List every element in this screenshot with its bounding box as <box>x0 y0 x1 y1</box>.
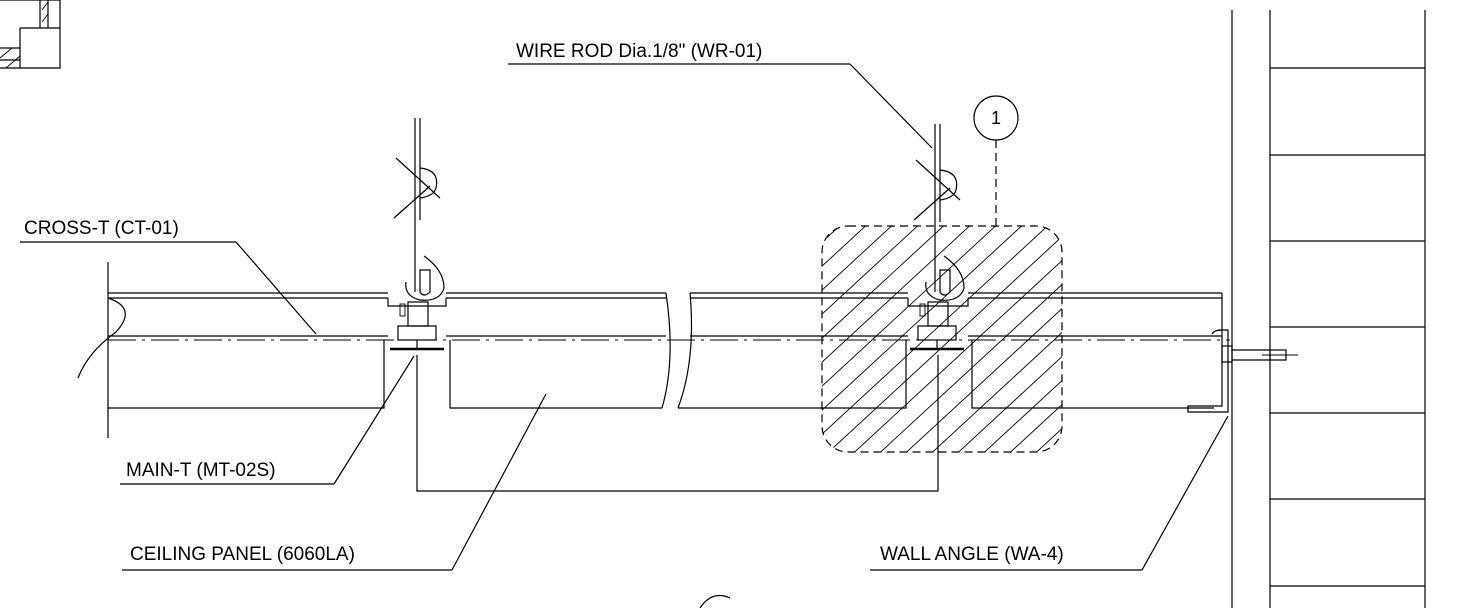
hatch-line <box>845 226 1062 452</box>
hatch-line <box>822 226 951 452</box>
detail-callout-area: 1 <box>821 95 1392 460</box>
detail-marker-number: 1 <box>991 108 1001 128</box>
label-ceiling-panel: CEILING PANEL (6060LA) <box>122 393 547 571</box>
label-wall-angle: WALL ANGLE (WA-4) <box>870 415 1229 571</box>
hanger-wire-left <box>393 118 445 301</box>
cross-tee <box>77 262 1223 438</box>
panel-centerline <box>108 335 1230 341</box>
main-tee-right <box>910 301 964 351</box>
hatch-line <box>822 226 899 452</box>
label-cross-t: CROSS-T (CT-01) <box>20 218 317 335</box>
hatch-line <box>822 226 1055 452</box>
hatch-line <box>822 226 1062 452</box>
hatch-line <box>1001 226 1062 452</box>
hatch-line <box>1132 220 1392 460</box>
hatch-line <box>897 226 1062 452</box>
hatch-line <box>822 226 1003 452</box>
hatch-line <box>822 226 925 452</box>
hanger-wire-right <box>913 124 965 301</box>
hatch-line <box>822 226 1029 452</box>
hanger-sockets <box>387 298 969 307</box>
svg-text:MAIN-T (MT-02S): MAIN-T (MT-02S) <box>126 460 276 481</box>
hatch-line <box>975 226 1062 452</box>
label-main-t: MAIN-T (MT-02S) <box>120 355 415 485</box>
ceiling-panels <box>108 292 1214 409</box>
svg-text:CEILING PANEL (6060LA): CEILING PANEL (6060LA) <box>130 544 355 565</box>
section-marker-fragment <box>699 595 731 608</box>
main-tee-left <box>390 301 444 351</box>
svg-text:CROSS-T (CT-01): CROSS-T (CT-01) <box>24 218 179 239</box>
label-wire-rod: WIRE ROD Dia.1/8" (WR-01) <box>508 41 933 149</box>
svg-text:WIRE ROD Dia.1/8" (WR-01): WIRE ROD Dia.1/8" (WR-01) <box>516 41 762 62</box>
hatch-line <box>949 226 1062 452</box>
svg-text:WALL ANGLE (WA-4): WALL ANGLE (WA-4) <box>880 544 1064 565</box>
hatch-line <box>822 226 873 452</box>
detail-marker-circle <box>973 95 1019 141</box>
wall-angle <box>1187 329 1298 413</box>
hatch-line <box>923 226 1062 452</box>
wall <box>1231 10 1426 608</box>
hatch-line <box>822 226 977 452</box>
hatch-line <box>871 226 1062 452</box>
corner-detail-fragment <box>0 0 61 69</box>
